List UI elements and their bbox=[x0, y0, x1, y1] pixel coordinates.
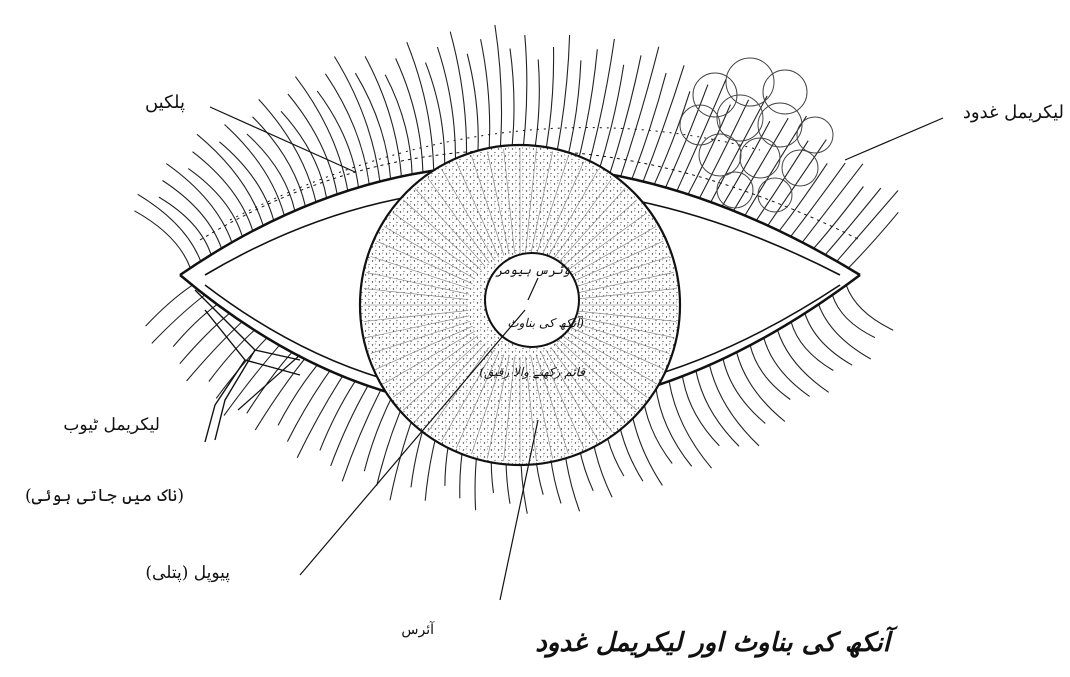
label-vitreous-humour-3: قائم رکھنے والا رقیق) bbox=[479, 365, 585, 379]
diagram-caption: آنکھ کی بناوٹ اور لیکریمل غدود bbox=[535, 628, 890, 658]
label-eyelashes: پلکیں bbox=[145, 92, 185, 113]
label-lacrimal-tube-1: لیکریمل ٹیوب bbox=[63, 415, 160, 435]
eyelashes-leader bbox=[210, 107, 355, 172]
lacrimal-gland-leader bbox=[845, 118, 943, 160]
label-lacrimal-tube-2: (ناک میں جاتی ہوئی) bbox=[25, 485, 184, 506]
label-lacrimal-gland: لیکریمل غدود bbox=[963, 102, 1064, 123]
label-vitreous-humour-1: وٹرس ہیومر bbox=[496, 263, 570, 277]
label-iris: آئرس bbox=[401, 622, 434, 638]
label-vitreous-humour-2: (آنکھ کی بناوٹ bbox=[507, 316, 584, 330]
lacrimal-duct-drawing bbox=[195, 290, 300, 442]
label-pupil: پیوپل (پتلی) bbox=[145, 563, 230, 583]
